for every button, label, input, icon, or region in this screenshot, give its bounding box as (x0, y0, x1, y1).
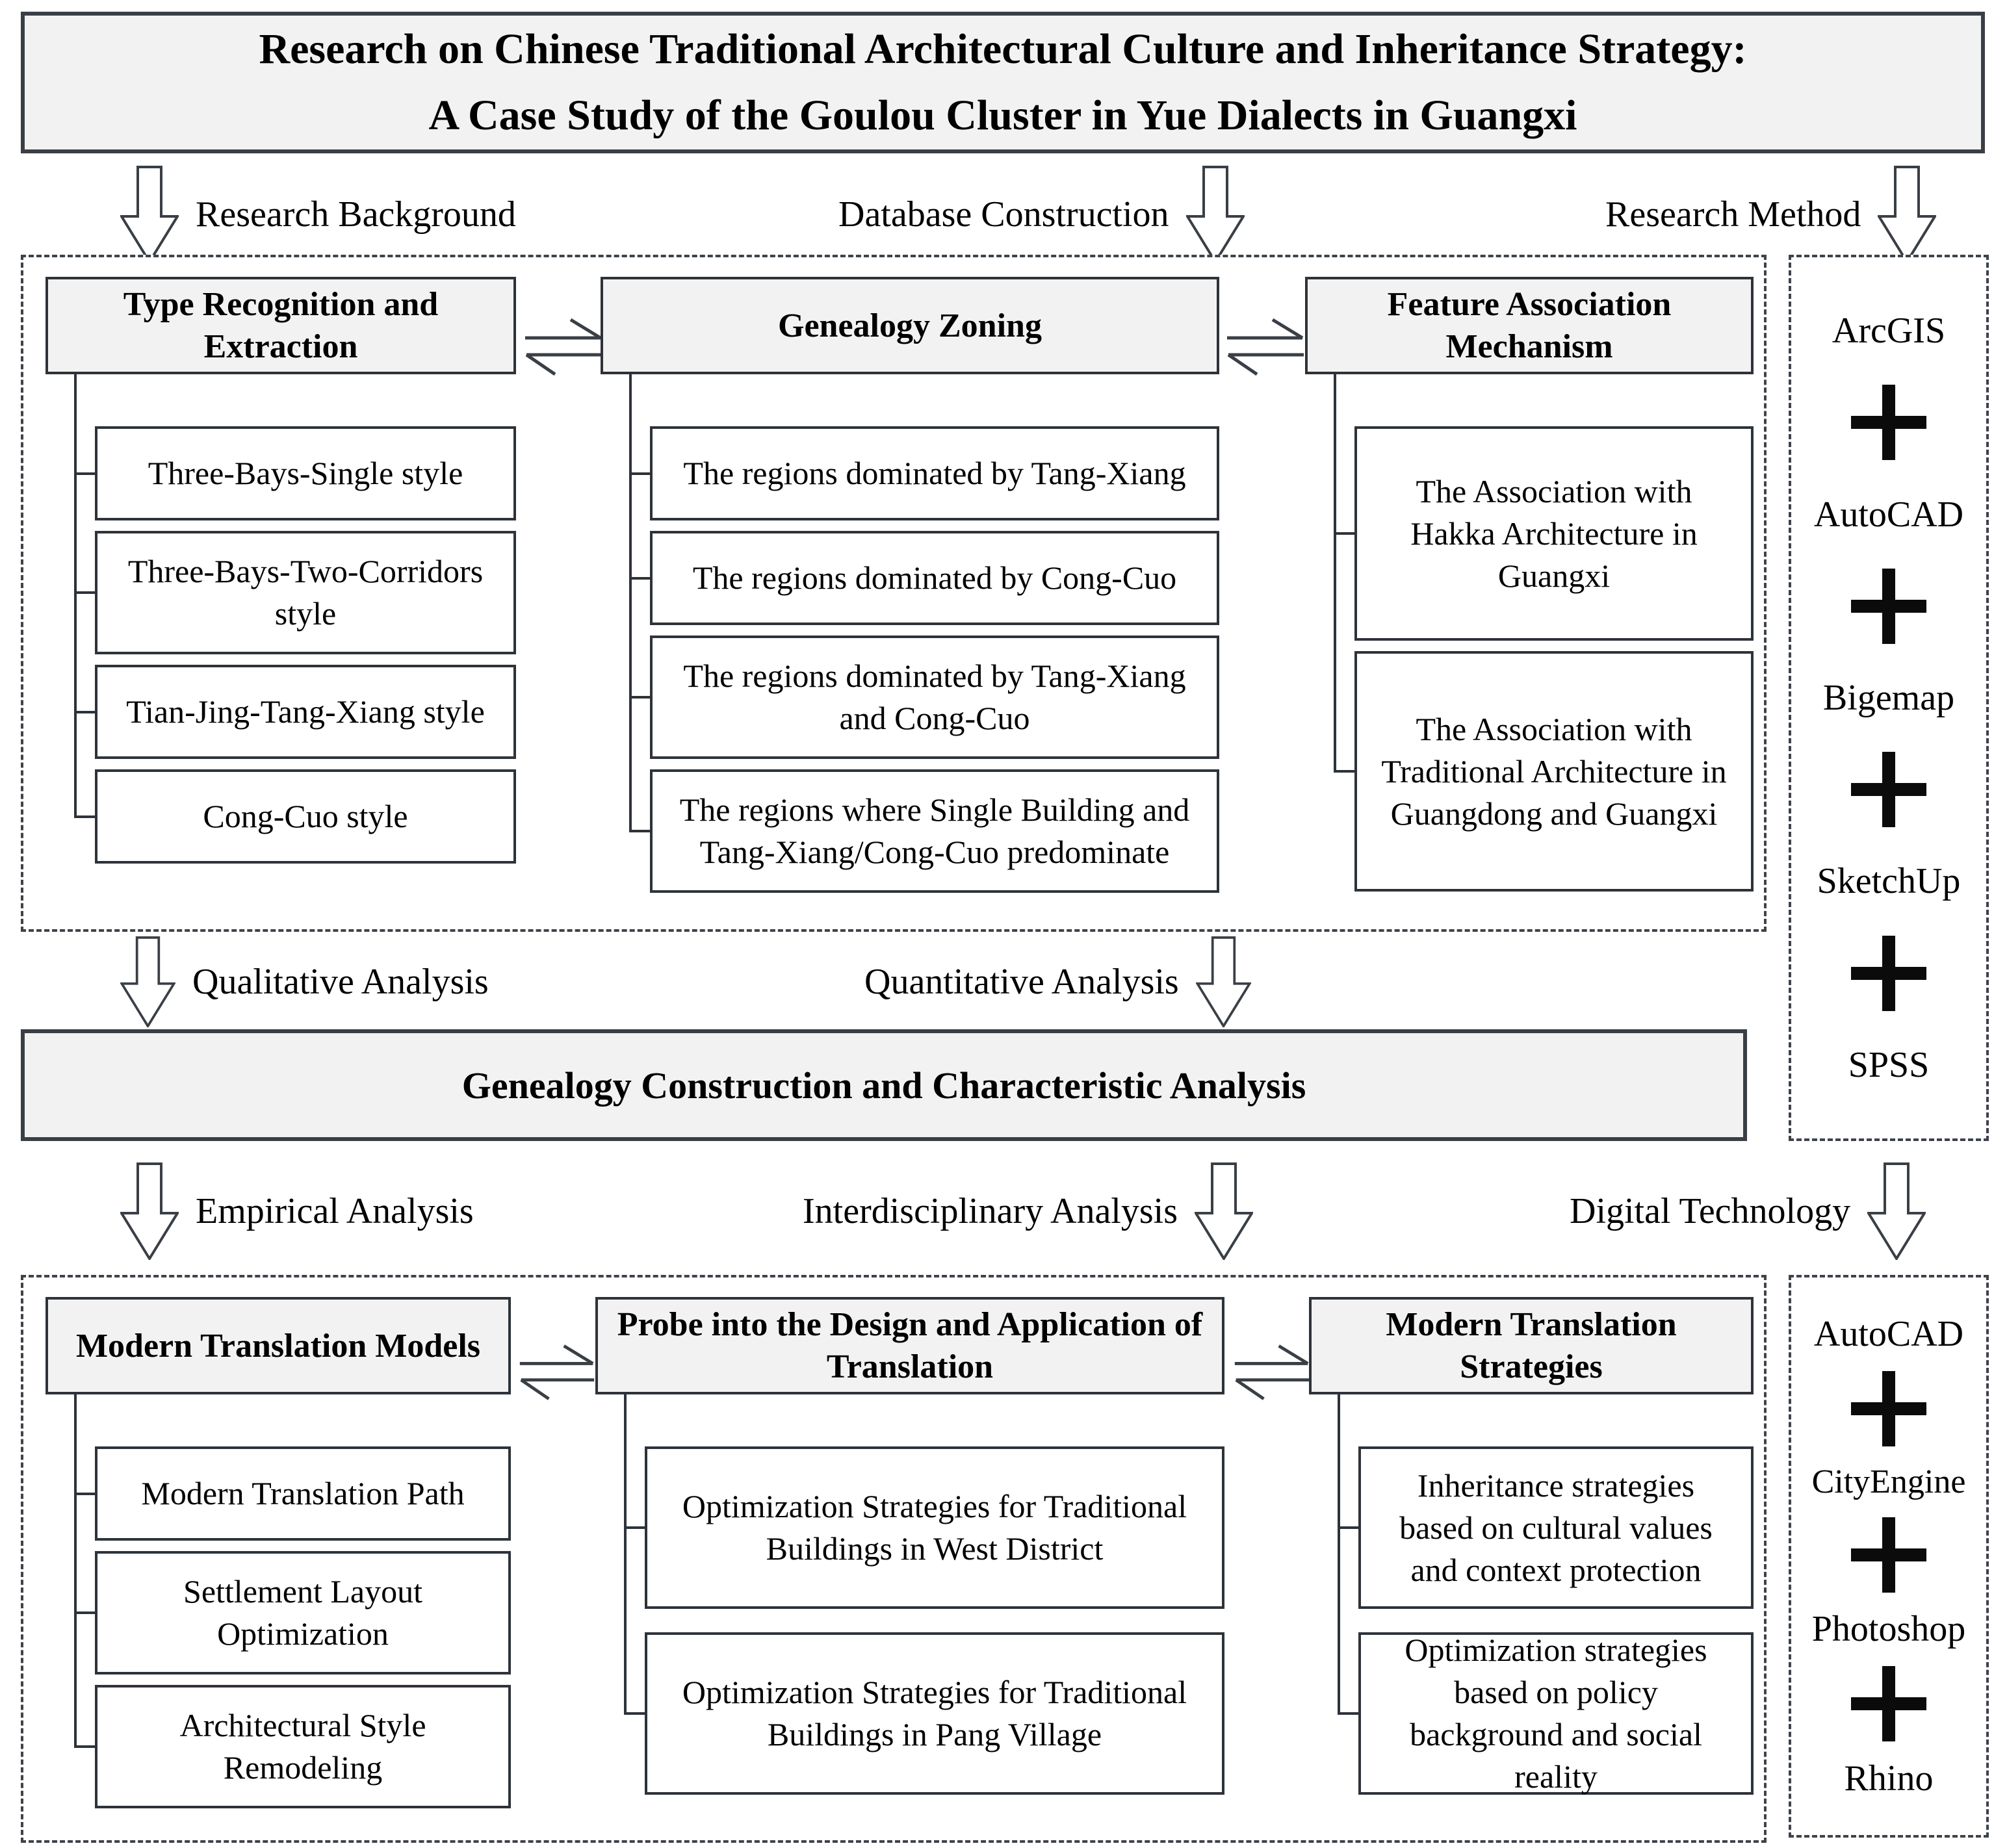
tree-node: The Association with Traditional Archite… (1334, 651, 1754, 892)
tree-node: Tian-Jing-Tang-Xiang style (74, 665, 516, 759)
translation-section: Modern Translation Models Modern Transla… (21, 1275, 1767, 1843)
tool-label: SPSS (1848, 1044, 1930, 1085)
flow-label-research-background: Research Background (196, 194, 516, 235)
feature-association-children: The Association with Hakka Architecture … (1334, 374, 1754, 892)
tree-node: Modern Translation Path (74, 1446, 511, 1541)
tree-node: Inheritance strategies based on cultural… (1338, 1446, 1754, 1609)
tool-label: SketchUp (1817, 861, 1961, 902)
title-line-2: A Case Study of the Goulou Cluster in Yu… (428, 92, 1577, 139)
tree-node: The regions dominated by Tang-Xiang (629, 426, 1219, 520)
tool-label: Bigemap (1822, 677, 1955, 718)
flow-row-3: Empirical Analysis Interdisciplinary Ana… (0, 1159, 2007, 1263)
flow-row-2: Qualitative Analysis Quantitative Analys… (0, 933, 2007, 1031)
database-construction-section: Type Recognition and Extraction Three-Ba… (21, 255, 1767, 932)
plus-icon (1851, 935, 1926, 1011)
down-arrow-icon (120, 1162, 179, 1260)
translation-strategies-children: Inheritance strategies based on cultural… (1338, 1394, 1754, 1795)
tree-node: The regions dominated by Cong-Cuo (629, 531, 1219, 625)
methods-panel-bottom: AutoCAD CityEngine Photoshop Rhino (1789, 1275, 1989, 1838)
column-genealogy-zoning: Genealogy Zoning The regions dominated b… (601, 257, 1219, 893)
page-title: Research on Chinese Traditional Architec… (21, 12, 1985, 153)
plus-icon (1851, 568, 1926, 644)
tool-label: Photoshop (1811, 1609, 1966, 1650)
tool-label: ArcGIS (1832, 311, 1946, 352)
column-type-recognition: Type Recognition and Extraction Three-Ba… (45, 257, 516, 864)
down-arrow-icon (1195, 936, 1251, 1027)
flow-label-research-method: Research Method (1605, 194, 1861, 235)
flow-label-interdisciplinary: Interdisciplinary Analysis (803, 1191, 1178, 1231)
column-header-probe-design: Probe into the Design and Application of… (595, 1297, 1224, 1394)
equilibrium-arrows-icon (1234, 1344, 1310, 1400)
down-arrow-icon (1195, 1162, 1254, 1260)
tree-node: Optimization Strategies for Traditional … (624, 1632, 1224, 1795)
tree-node: Cong-Cuo style (74, 769, 516, 864)
flow-row-1: Research Background Database Constructio… (0, 157, 2007, 272)
down-arrow-icon (1185, 166, 1245, 263)
flow-label-quantitative: Quantitative Analysis (864, 962, 1179, 1002)
equilibrium-arrows-icon (525, 318, 602, 376)
tree-node: Three-Bays-Two-Corridors style (74, 531, 516, 654)
tool-label: CityEngine (1811, 1463, 1966, 1500)
genealogy-zoning-children: The regions dominated by Tang-Xiang The … (629, 374, 1219, 893)
tree-node: The Association with Hakka Architecture … (1334, 426, 1754, 641)
column-translation-models: Modern Translation Models Modern Transla… (45, 1277, 511, 1808)
tool-label: AutoCAD (1813, 494, 1964, 535)
flow-research-background: Research Background (120, 157, 516, 272)
plus-icon (1851, 385, 1926, 461)
flow-quantitative: Quantitative Analysis (864, 933, 1251, 1031)
column-header-feature-association: Feature Association Mechanism (1305, 277, 1754, 374)
type-recognition-children: Three-Bays-Single style Three-Bays-Two-C… (74, 374, 516, 864)
down-arrow-icon (1878, 166, 1937, 263)
summary-band: Genealogy Construction and Characteristi… (21, 1029, 1747, 1141)
plus-icon (1851, 1666, 1926, 1742)
tool-label: AutoCAD (1813, 1313, 1964, 1354)
flow-digital-technology: Digital Technology (1570, 1159, 1926, 1263)
column-translation-strategies: Modern Translation Strategies Inheritanc… (1309, 1277, 1754, 1795)
translation-models-children: Modern Translation Path Settlement Layou… (74, 1394, 511, 1808)
plus-icon (1851, 1517, 1926, 1593)
probe-design-children: Optimization Strategies for Traditional … (624, 1394, 1224, 1795)
flow-empirical: Empirical Analysis (120, 1159, 474, 1263)
column-feature-association: Feature Association Mechanism The Associ… (1305, 257, 1754, 892)
tree-node: Three-Bays-Single style (74, 426, 516, 520)
tree-node: The regions dominated by Tang-Xiang and … (629, 635, 1219, 759)
title-line-1: Research on Chinese Traditional Architec… (259, 25, 1747, 73)
column-header-translation-strategies: Modern Translation Strategies (1309, 1297, 1754, 1394)
flow-label-digital-technology: Digital Technology (1570, 1191, 1851, 1231)
flow-database-construction: Database Construction (838, 157, 1245, 272)
tree-node: The regions where Single Building and Ta… (629, 769, 1219, 893)
flow-research-method: Research Method (1605, 157, 1937, 272)
plus-icon (1851, 1370, 1926, 1446)
equilibrium-arrows-icon (519, 1344, 595, 1400)
tree-node: Architectural Style Remodeling (74, 1685, 511, 1808)
plus-icon (1851, 752, 1926, 828)
equilibrium-arrows-icon (1227, 318, 1304, 376)
down-arrow-icon (120, 166, 179, 263)
tool-label: Rhino (1844, 1758, 1934, 1799)
flow-label-empirical: Empirical Analysis (196, 1191, 474, 1231)
down-arrow-icon (120, 936, 175, 1027)
column-header-type-recognition: Type Recognition and Extraction (45, 277, 516, 374)
flow-qualitative: Qualitative Analysis (120, 933, 489, 1031)
tree-node: Optimization strategies based on policy … (1338, 1632, 1754, 1795)
flow-label-qualitative: Qualitative Analysis (192, 962, 489, 1002)
flow-label-database-construction: Database Construction (838, 194, 1169, 235)
methods-panel-top: ArcGIS AutoCAD Bigemap SketchUp SPSS (1789, 255, 1989, 1141)
flow-interdisciplinary: Interdisciplinary Analysis (803, 1159, 1254, 1263)
column-header-genealogy-zoning: Genealogy Zoning (601, 277, 1219, 374)
down-arrow-icon (1867, 1162, 1926, 1260)
tree-node: Settlement Layout Optimization (74, 1551, 511, 1675)
column-header-translation-models: Modern Translation Models (45, 1297, 511, 1394)
tree-node: Optimization Strategies for Traditional … (624, 1446, 1224, 1609)
column-probe-design: Probe into the Design and Application of… (595, 1277, 1224, 1795)
